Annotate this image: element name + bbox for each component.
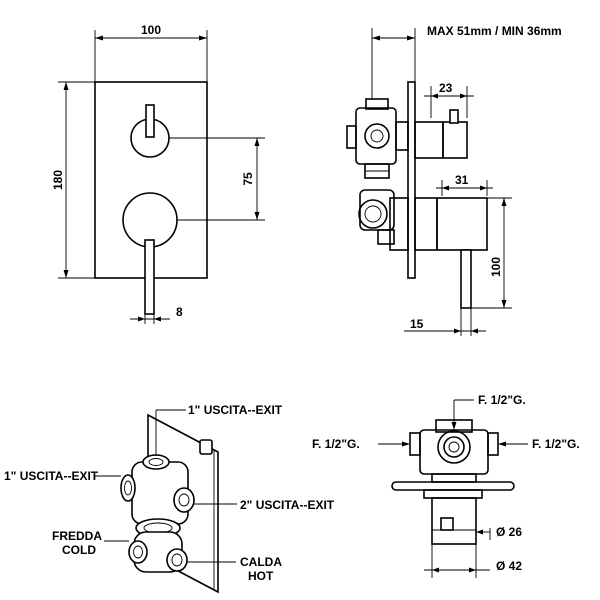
iso-label-cold-2: COLD	[62, 543, 96, 557]
side-handle-length-dim: 100	[489, 257, 503, 277]
body-cartridge	[431, 497, 477, 545]
front-height-dim: 180	[51, 170, 65, 190]
iso-label-exit-left: 1" USCITA--EXIT	[4, 469, 99, 483]
side-plate-dim: 15	[410, 317, 424, 331]
side-lower-cartridge	[389, 197, 409, 251]
body-top-port	[437, 430, 471, 464]
iso-label-hot-1: CALDA	[240, 555, 282, 569]
body-inner-dia-dim: Ø 26	[496, 525, 522, 539]
body-label-left-port: F. 1/2"G.	[312, 437, 360, 451]
iso-label-exit-top: 1" USCITA--EXIT	[188, 403, 283, 417]
side-wall-plate	[407, 81, 416, 279]
lower-knob	[122, 192, 178, 248]
iso-label-hot-2: HOT	[248, 569, 274, 583]
iso-cold-inlet	[128, 540, 148, 564]
lower-handle	[144, 239, 155, 315]
upper-knob-lever	[145, 104, 155, 138]
iso-label-cold-1: FREDDA	[52, 529, 102, 543]
front-view: 100 180 75 8	[51, 23, 265, 324]
side-view: MAX 51mm / MIN 36mm 23 31 100 15	[346, 24, 562, 336]
iso-hot-inlet	[166, 548, 188, 572]
iso-port-left	[120, 474, 136, 502]
body-wall-plate	[391, 481, 515, 491]
body-label-right-port: F. 1/2"G.	[532, 437, 580, 451]
side-upper-knob	[414, 121, 444, 159]
body-label-top-port: F. 1/2"G.	[478, 393, 526, 407]
body-front-view: F. 1/2"G. F. 1/2"G. F. 1/2"G. Ø 26 Ø 42	[312, 393, 580, 578]
front-spacing-dim: 75	[241, 172, 255, 186]
iso-port-right	[173, 487, 195, 513]
isometric-view: 1" USCITA--EXIT 1" USCITA--EXIT 2" USCIT…	[4, 403, 335, 594]
side-knob-dim: 23	[439, 81, 453, 95]
side-lower-handle	[460, 249, 472, 309]
side-valve-body-upper	[355, 107, 397, 165]
body-outer-dia-dim: Ø 42	[496, 559, 522, 573]
iso-label-exit-right: 2" USCITA--EXIT	[240, 498, 335, 512]
side-valve-body-lower	[359, 189, 395, 231]
iso-port-top	[142, 454, 170, 470]
side-depth-dim: MAX 51mm / MIN 36mm	[427, 24, 562, 38]
front-handle-dim: 8	[176, 305, 183, 319]
front-width-dim: 100	[141, 23, 161, 37]
side-handle-offset-dim: 31	[455, 173, 469, 187]
side-lower-knob	[436, 197, 488, 251]
